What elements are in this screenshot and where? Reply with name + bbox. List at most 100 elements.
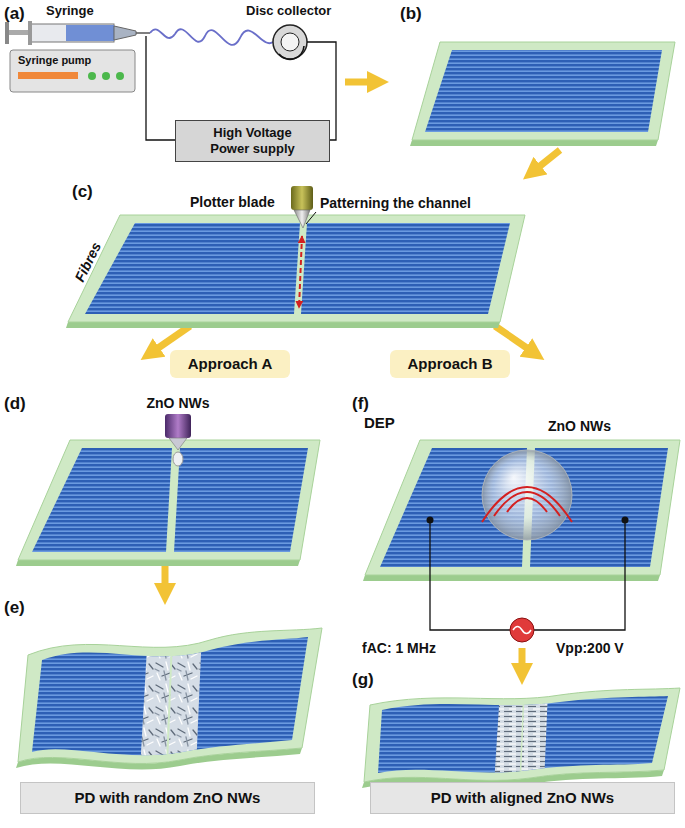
fibre-plate [32,448,308,552]
dropper [173,452,183,466]
fibre-plate [18,440,320,560]
syringe-pump [116,72,124,80]
dropper [169,438,187,450]
fibre-jet [150,29,273,45]
signal-label: fAC: 1 MHz [362,640,436,657]
fibre-plate [68,215,525,322]
box-text: Approach B [407,355,492,373]
panel-label: (e) [4,598,25,618]
nanowire-droplet [482,450,572,540]
plotter-blade [291,186,313,210]
fibre-plate [16,440,320,566]
flexible-device [494,690,548,785]
part-label: ZnO NWs [147,395,210,412]
wire [534,520,625,630]
wire [430,520,510,630]
syringe [66,25,114,41]
flexible-device [140,630,202,770]
panel-label: (a) [4,4,25,24]
cut-direction-arrow [299,236,302,308]
fibre-plate [365,440,680,575]
fibre-plate [410,140,658,146]
part-label: Syringe pump [18,54,91,67]
box-text: High Voltage Power supply [198,125,308,156]
ac-source [510,618,534,642]
plotter-blade [291,186,313,228]
fibre-plate [66,215,525,328]
result-box: PD with random ZnO NWs [20,782,315,814]
fibre-plate [425,50,662,132]
part-label: Fibres [71,239,105,284]
nanowire-droplet [482,450,572,540]
syringe-pump [10,50,135,92]
wire [430,520,625,630]
flexible-device [494,690,548,785]
fibre-plate [16,560,300,566]
process-arrow [530,150,560,174]
disc-collector [273,25,307,59]
ac-source [513,627,531,634]
syringe-pump [102,72,110,80]
process-arrow [148,82,560,676]
fibre-plate [412,42,675,140]
disc-collector [273,25,307,59]
dropper [165,414,191,466]
panel-label: (g) [352,670,374,690]
box-text: Approach A [188,355,272,373]
syringe [5,22,9,44]
flexible-device [167,640,172,765]
flexible-device [520,690,524,785]
electrode-contact [622,517,629,524]
dropper [165,414,191,438]
fibre-plate [294,223,307,314]
signal-label: Vpp:200 V [556,640,624,657]
syringe-pump [10,50,135,92]
syringe [114,26,136,40]
syringe [28,21,32,45]
approach-box: Approach A [170,350,290,378]
leader-line [306,212,316,224]
panel-label: (c) [72,182,93,202]
process-arrow [162,566,169,596]
part-label: Plotter blade [190,194,275,211]
ac-source [510,618,534,642]
disc-collector [281,33,299,51]
power-supply-box: High Voltage Power supply [175,120,330,162]
syringe-pump [88,72,96,80]
process-arrow [345,79,380,86]
flexible-device [362,688,680,788]
part-label: Patterning the channel [320,195,471,212]
syringe [30,24,114,42]
fibre-plate [363,575,660,581]
part-label: ZnO NWs [548,418,611,435]
panel-label: (f) [352,394,369,414]
wire [146,36,175,140]
part-label: DEP [364,414,395,432]
approach-box: Approach B [390,350,510,378]
syringe [5,21,150,45]
fibre-plate [410,42,675,146]
box-text: PD with random ZnO NWs [75,789,261,807]
nanowire-droplet [482,487,572,522]
process-arrow [519,648,526,676]
flexible-device [16,628,322,770]
fibre-plate [363,440,680,581]
nanowire-droplet [482,487,572,522]
panel-label: (b) [400,4,422,24]
box-text: PD with aligned ZnO NWs [431,789,614,807]
syringe [9,30,31,35]
result-box: PD with aligned ZnO NWs [370,782,675,814]
part-label: Syringe [46,3,94,19]
syringe-pump [18,72,78,79]
plotter-blade [294,210,310,228]
fibre-plate [66,322,500,328]
disc-collector [279,46,304,59]
syringe [136,32,150,34]
panel-label: (d) [4,394,26,414]
electrode-contact [427,517,434,524]
fibre-plate [85,223,510,314]
part-label: Disc collector [246,3,331,19]
nanowire-droplet [507,498,547,512]
flexible-device [140,630,202,770]
